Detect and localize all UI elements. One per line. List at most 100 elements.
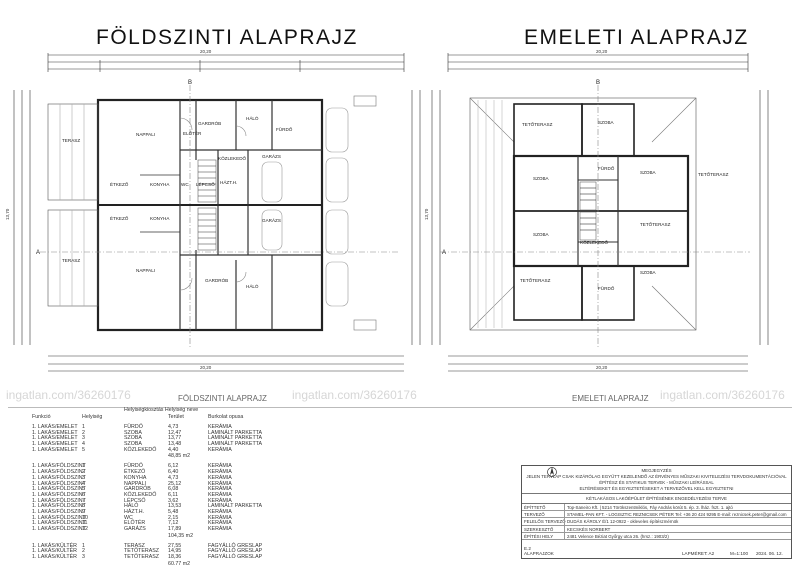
label-szoba-4: SZOBA	[533, 232, 550, 237]
cell-burkolat: LAMINÁLT PARKETTA	[208, 441, 263, 448]
cell-burkolat: KERÁMIA	[208, 520, 232, 527]
header-burkolat: Burkolat opusa	[208, 414, 244, 420]
cell-terulet: 27,55	[168, 542, 182, 549]
cell-helyiseg-neve: FÜRDŐ	[124, 463, 143, 470]
cell-helyiseg-neve: ELŐTÉR	[124, 520, 146, 527]
cell-helyiseg-neve: TETŐTERASZ	[124, 548, 160, 555]
group-total: 48,85 m2	[168, 453, 191, 460]
cell-burkolat: KERÁMIA	[208, 474, 232, 481]
label-nappali-2: NAPPALI	[136, 268, 155, 273]
cell-helyiseg: 4	[82, 441, 85, 448]
cell-terulet: 4,73	[168, 424, 179, 430]
title-block-divider	[564, 525, 565, 532]
cell-helyiseg: 1	[82, 463, 85, 470]
north-arrow-icon	[546, 466, 560, 480]
label-etkezo-2: ÉTKEZŐ	[110, 215, 129, 221]
cell-burkolat: KERÁMIA	[208, 424, 232, 430]
sheet-date: 2024. 06. 12.	[756, 551, 783, 556]
cell-helyiseg: 11	[82, 520, 88, 527]
cell-helyiseg-neve: ÉTKEZŐ	[124, 469, 146, 476]
label-gardrob-2: GARDRÓB	[205, 277, 228, 283]
cell-helyiseg-neve: KÖZLEKEDŐ	[124, 491, 157, 498]
title-block-key: ÉPÍTTETŐ	[524, 505, 546, 510]
cell-funkcio: 1. LAKÁS/FÖLDSZINT	[32, 526, 86, 532]
cell-helyiseg: 5	[82, 486, 85, 493]
label-furdo: FÜRDŐ	[276, 126, 293, 132]
cell-burkolat: KERÁMIA	[208, 463, 232, 470]
group-total: 104,35 m2	[168, 532, 194, 539]
group-total-row: 104,35 m2	[22, 533, 312, 540]
cell-funkcio: 1. LAKÁS/EMELET	[32, 441, 78, 448]
cell-burkolat: FAGYÁLLÓ GRESLAP	[208, 548, 263, 555]
upper-section-a: A	[442, 250, 446, 256]
cell-burkolat: KERÁMIA	[208, 497, 232, 504]
section-a-left: A	[36, 250, 40, 256]
title-block-row: TERVEZŐ STAMEL-PAN KFT. - LOGISZTIC REZNI…	[522, 511, 791, 519]
cell-funkcio: 1. LAKÁS/KÜLTÉR	[32, 548, 77, 555]
header-funkcio: Funkció	[32, 414, 51, 420]
floor-plans-drawing: 20,20 20,20 20,20 20,20 13,70 13,70 TERA…	[5, 49, 769, 372]
cell-helyiseg: 1	[82, 424, 85, 430]
project-title: KÉTLAKÁSOS LAKÓÉPÜLET ÉPÍTÉSÉNEK ENGEDÉL…	[522, 494, 791, 504]
upper-side-dim: 13,70	[424, 208, 429, 220]
label-terasz: TERASZ	[62, 138, 80, 143]
ground-plan-caption: FÖLDSZINTI ALAPRAJZ	[178, 394, 267, 403]
cell-helyiseg: 3	[82, 435, 85, 442]
upper-section-b: B	[596, 80, 600, 86]
room-schedule-table: Funkció Helyiség Helyiségkiosztás Helyis…	[22, 407, 312, 565]
label-szoba-2: SZOBA	[533, 176, 550, 181]
label-szoba-3: SZOBA	[640, 170, 657, 175]
label-konyha-2: KONYHA	[150, 216, 170, 221]
ground-bottom-dim: 20,20	[200, 365, 212, 370]
cell-burkolat: LAMINÁLT PARKETTA	[208, 503, 263, 510]
cell-helyiseg-neve: HÁLÓ	[124, 503, 139, 510]
upper-bottom-dim: 20,20	[596, 365, 608, 370]
cell-funkcio: 1. LAKÁS/EMELET	[32, 429, 78, 436]
cell-burkolat: LAMINÁLT PARKETTA	[208, 435, 263, 442]
cell-burkolat: KERÁMIA	[208, 514, 232, 521]
group-total-row: 48,85 m2	[22, 453, 312, 460]
cell-terulet: 12,47	[168, 429, 182, 436]
title-block-key: TERVEZŐ	[524, 512, 545, 518]
header-terulet: Terület	[168, 414, 184, 420]
title-block-divider	[564, 504, 565, 511]
label-szoba-5: SZOBA	[640, 270, 657, 275]
title-block-divider	[564, 518, 565, 525]
title-block: MEGJEGYZÉS JELEN TERVLAP CSAK KIZÁRÓLAG …	[521, 465, 792, 559]
sheet-scale: M=1:100	[730, 551, 749, 556]
watermark: ingatlan.com/36260176	[6, 388, 131, 402]
label-gardrob: GARDRÓB	[198, 120, 221, 126]
section-divider	[8, 407, 792, 408]
cell-helyiseg-neve: SZOBA	[124, 429, 142, 436]
cell-funkcio: 1. LAKÁS/KÜLTÉR	[32, 542, 77, 549]
note-line: ÉPÍTÉSZ ÉS STATIKUS TERVEK - MŰSZAKI LEÍ…	[599, 480, 714, 485]
upper-plan-caption: EMELETI ALAPRAJZ	[572, 394, 649, 403]
upper-top-dim: 20,20	[596, 49, 608, 54]
cell-terulet: 5,48	[168, 508, 179, 515]
label-tetoterasz-2: TETŐTERASZ	[698, 171, 729, 177]
label-lepcso: LÉPCSŐ	[196, 181, 215, 187]
cell-helyiseg-neve: LÉPCSŐ	[124, 497, 146, 504]
label-garazs-2: GARÁZS	[262, 217, 281, 223]
label-wc: WC	[181, 182, 189, 187]
cell-helyiseg-neve: KONYHA	[124, 474, 147, 481]
title-block-value: STAMEL-PAN KFT. - LOGISZTIC REZNICSEK PÉ…	[567, 512, 787, 518]
cell-helyiseg-neve: GARDRÓB	[124, 486, 151, 493]
cell-funkcio: 1. LAKÁS/FÖLDSZINT	[32, 480, 86, 487]
cell-helyiseg: 7	[82, 497, 85, 504]
cell-funkcio: 1. LAKÁS/EMELET	[32, 424, 78, 430]
cell-terulet: 17,89	[168, 526, 182, 532]
cell-helyiseg: 5	[82, 446, 85, 453]
label-kozlekedo: KÖZLEKEDŐ	[218, 155, 247, 161]
group-total-row: 60,77 m2	[22, 561, 312, 565]
cell-funkcio: 1. LAKÁS/FÖLDSZINT	[32, 497, 86, 504]
header-helyiseg: Helyiség	[82, 414, 103, 420]
cell-helyiseg: 3	[82, 474, 85, 481]
